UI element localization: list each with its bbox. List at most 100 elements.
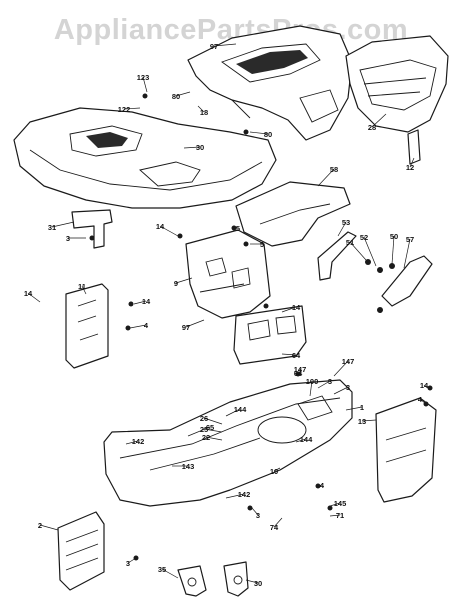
callout-leader bbox=[371, 113, 387, 128]
heat-shield-part[interactable] bbox=[235, 181, 351, 247]
callout-label[interactable]: 3 bbox=[126, 559, 130, 568]
callout-label[interactable]: 4 bbox=[418, 395, 423, 404]
callout-label[interactable]: 14 bbox=[420, 381, 429, 390]
callout-label[interactable]: 97 bbox=[182, 323, 190, 332]
callout-leader bbox=[133, 300, 147, 305]
callout-label[interactable]: 52 bbox=[360, 233, 368, 242]
callout-label[interactable]: 142 bbox=[238, 490, 251, 499]
callout-label[interactable]: 4 bbox=[320, 481, 325, 490]
bracket-31-part[interactable] bbox=[71, 209, 113, 249]
callout-leader bbox=[205, 436, 223, 441]
callout-label[interactable]: 31 bbox=[48, 223, 56, 232]
callout-label[interactable]: 65 bbox=[206, 423, 214, 432]
callout-label[interactable]: 145 bbox=[334, 499, 347, 508]
callout-label[interactable]: 5 bbox=[260, 240, 264, 249]
callout-label[interactable]: 144 bbox=[300, 435, 313, 444]
callout-label[interactable]: 100 bbox=[306, 377, 319, 386]
callout-leader bbox=[295, 438, 307, 443]
callout-label[interactable]: 4 bbox=[144, 321, 149, 330]
callout-label[interactable]: 64 bbox=[294, 369, 303, 378]
callout-label[interactable]: 123 bbox=[137, 73, 150, 82]
callout-label[interactable]: 18 bbox=[200, 108, 208, 117]
callout-label[interactable]: 71 bbox=[336, 511, 344, 520]
callout-label[interactable]: 22 bbox=[202, 433, 210, 442]
callout-leader bbox=[333, 360, 349, 377]
callout-label[interactable]: 51 bbox=[346, 238, 354, 247]
callout-label[interactable]: 50 bbox=[390, 232, 398, 241]
callout-label[interactable]: 3 bbox=[66, 234, 70, 243]
callout-label[interactable]: 2 bbox=[38, 521, 42, 530]
frame-chassis-part[interactable] bbox=[103, 379, 353, 507]
callout-label[interactable]: 30 bbox=[196, 143, 204, 152]
callout-leader bbox=[309, 380, 313, 397]
callout-label[interactable]: 147 bbox=[342, 357, 355, 366]
callout-label[interactable]: 26 bbox=[200, 414, 208, 423]
callout-leader bbox=[281, 306, 297, 313]
front-bracket-part[interactable] bbox=[375, 397, 437, 503]
callout-leader bbox=[337, 221, 347, 237]
callout-leader bbox=[203, 428, 223, 433]
callout-label[interactable]: 5 bbox=[236, 224, 240, 233]
callout-label[interactable]: 14 bbox=[292, 303, 301, 312]
callout-label[interactable]: 74 bbox=[270, 523, 279, 532]
hood-part[interactable] bbox=[187, 25, 353, 141]
callout-label[interactable]: 14 bbox=[142, 297, 151, 306]
callout-label[interactable]: 35 bbox=[158, 565, 166, 574]
callout-leader bbox=[161, 568, 179, 579]
grille-panel-part[interactable] bbox=[345, 35, 449, 165]
callout-leader bbox=[127, 557, 137, 564]
callout-label[interactable]: 12 bbox=[406, 163, 414, 172]
dash-bracket-part[interactable] bbox=[233, 305, 307, 365]
callout-leader bbox=[363, 236, 377, 267]
dash-panel-part[interactable] bbox=[185, 229, 271, 319]
callout-label[interactable]: 10 bbox=[270, 467, 278, 476]
callout-leader bbox=[129, 324, 147, 329]
callout-leader bbox=[317, 484, 323, 487]
callout-label[interactable]: 57 bbox=[406, 235, 414, 244]
callout-leader bbox=[27, 292, 41, 303]
callout-leader bbox=[317, 168, 335, 187]
callout-label[interactable]: 147 bbox=[294, 365, 307, 374]
callout-leader bbox=[203, 417, 223, 425]
callout-label[interactable]: 11 bbox=[78, 282, 86, 291]
callout-label[interactable]: 80 bbox=[172, 92, 180, 101]
callout-leader bbox=[329, 502, 341, 507]
callout-label[interactable]: 64 bbox=[292, 351, 301, 360]
callout-label[interactable]: 97 bbox=[210, 42, 218, 51]
callout-leader bbox=[39, 524, 59, 531]
callout-label[interactable]: 13 bbox=[358, 417, 366, 426]
callout-leader bbox=[183, 146, 201, 149]
front-grille-part[interactable] bbox=[57, 511, 105, 591]
brace-brackets-part[interactable] bbox=[317, 231, 433, 313]
callout-leader bbox=[81, 285, 87, 295]
callout-leader bbox=[273, 467, 281, 472]
callout-leader bbox=[175, 91, 191, 97]
callout-label[interactable]: 1 bbox=[360, 403, 364, 412]
callout-leader bbox=[361, 419, 377, 422]
callout-label[interactable]: 28 bbox=[368, 123, 376, 132]
callout-label[interactable]: 14 bbox=[24, 289, 33, 298]
callout-leader bbox=[185, 319, 205, 328]
callout-label[interactable]: 9 bbox=[174, 279, 178, 288]
callout-label[interactable]: 142 bbox=[132, 437, 145, 446]
callout-leader bbox=[423, 384, 429, 389]
callout-label[interactable]: 53 bbox=[342, 218, 350, 227]
callout-label[interactable]: 30 bbox=[254, 579, 262, 588]
axle-brackets-part[interactable] bbox=[177, 561, 249, 597]
callout-label[interactable]: 144 bbox=[234, 405, 247, 414]
callout-label[interactable]: 3 bbox=[346, 383, 350, 392]
callout-label[interactable]: 143 bbox=[182, 462, 195, 471]
callout-label[interactable]: 122 bbox=[118, 105, 131, 114]
callout-label[interactable]: 14 bbox=[156, 222, 165, 231]
callout-label[interactable]: 58 bbox=[330, 165, 338, 174]
callout-label[interactable]: 3 bbox=[256, 511, 260, 520]
callout-label[interactable]: 80 bbox=[264, 130, 272, 139]
callout-leader bbox=[123, 107, 141, 110]
callout-label[interactable]: 3 bbox=[328, 377, 332, 386]
side-panel-left-part[interactable] bbox=[65, 283, 109, 369]
callout-leader bbox=[225, 408, 241, 417]
callout-leader bbox=[349, 241, 367, 261]
fender-body-part[interactable] bbox=[13, 107, 277, 209]
